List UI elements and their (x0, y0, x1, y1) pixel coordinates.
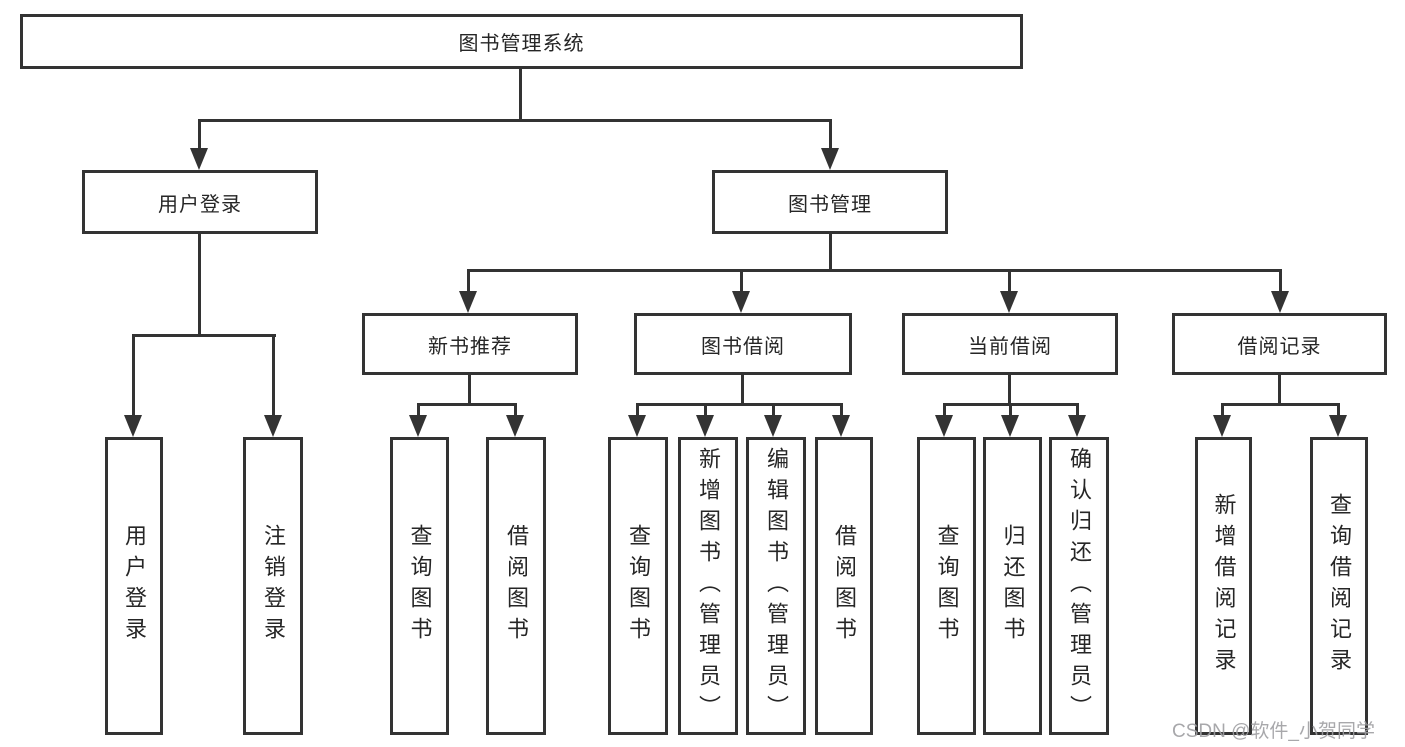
csdn-watermark: CSDN @软件_小贺同学 (1172, 721, 1375, 742)
node-label: 借阅图书 (832, 524, 857, 648)
leaf-query-books-borrow: 查询图书 (608, 437, 668, 735)
node-label: 新增图书（管理员） (696, 446, 721, 726)
node-label: 查询图书 (626, 524, 651, 648)
connector-line (943, 403, 946, 417)
connector-line (1221, 403, 1224, 417)
node-library-management-system: 图书管理系统 (20, 14, 1023, 69)
connector-line (1337, 403, 1340, 417)
node-label: 编辑图书（管理员） (764, 446, 789, 726)
connector-line (1278, 375, 1281, 406)
leaf-confirm-return-admin: 确认归还（管理员） (1049, 437, 1109, 735)
connector-line (1221, 403, 1340, 406)
connector-line (1076, 403, 1079, 417)
connector-line (198, 119, 201, 150)
leaf-edit-books-admin: 编辑图书（管理员） (746, 437, 806, 735)
arrowhead-down-icon (190, 148, 208, 170)
node-label: 图书管理 (788, 193, 872, 216)
node-new-book-recommend: 新书推荐 (362, 313, 578, 375)
connector-line (1008, 375, 1011, 406)
arrowhead-down-icon (459, 291, 477, 313)
node-user-login: 用户登录 (82, 170, 318, 234)
arrowhead-down-icon (409, 415, 427, 437)
leaf-add-borrow-record: 新增借阅记录 (1195, 437, 1252, 735)
arrowhead-down-icon (124, 415, 142, 437)
node-label: 查询图书 (934, 524, 960, 648)
leaf-query-books-current: 查询图书 (917, 437, 976, 735)
node-label: 用户登录 (158, 193, 242, 216)
arrowhead-down-icon (1001, 415, 1019, 437)
connector-line (132, 334, 276, 337)
connector-line (741, 375, 744, 406)
connector-line (829, 234, 832, 272)
connector-line (840, 403, 843, 417)
leaf-query-books-recommend: 查询图书 (390, 437, 449, 735)
arrowhead-down-icon (696, 415, 714, 437)
node-label: 当前借阅 (968, 335, 1052, 358)
node-book-management: 图书管理 (712, 170, 948, 234)
arrowhead-down-icon (1329, 415, 1347, 437)
arrowhead-down-icon (1000, 291, 1018, 313)
connector-line (514, 403, 517, 417)
arrowhead-down-icon (764, 415, 782, 437)
leaf-borrow-books: 借阅图书 (815, 437, 873, 735)
node-book-borrow: 图书借阅 (634, 313, 852, 375)
connector-line (636, 403, 843, 406)
arrowhead-down-icon (1271, 291, 1289, 313)
connector-line (636, 403, 639, 417)
node-current-borrow: 当前借阅 (902, 313, 1118, 375)
node-label: 借阅图书 (504, 524, 529, 648)
arrowhead-down-icon (732, 291, 750, 313)
connector-line (740, 269, 743, 295)
connector-line (1008, 269, 1011, 295)
node-label: 用户登录 (122, 524, 147, 648)
arrowhead-down-icon (935, 415, 953, 437)
node-label: 查询图书 (407, 524, 433, 648)
connector-line (198, 119, 832, 122)
node-label: 图书管理系统 (458, 33, 585, 55)
leaf-borrow-books-recommend: 借阅图书 (486, 437, 546, 735)
connector-line (1279, 269, 1282, 295)
connector-line (417, 403, 420, 417)
connector-line (519, 69, 522, 122)
arrowhead-down-icon (264, 415, 282, 437)
connector-line (132, 334, 135, 417)
node-label: 查询借阅记录 (1327, 493, 1352, 679)
connector-line (417, 403, 517, 406)
arrowhead-down-icon (1213, 415, 1231, 437)
connector-line (1009, 403, 1012, 417)
node-label: 归还图书 (1000, 524, 1026, 648)
node-label: 借阅记录 (1237, 335, 1322, 358)
connector-line (772, 403, 775, 417)
node-borrow-records: 借阅记录 (1172, 313, 1387, 375)
leaf-logout: 注销登录 (243, 437, 303, 735)
node-label: 确认归还（管理员） (1067, 446, 1092, 726)
arrowhead-down-icon (506, 415, 524, 437)
connector-line (704, 403, 707, 417)
node-label: 图书借阅 (701, 335, 785, 358)
leaf-query-borrow-record: 查询借阅记录 (1310, 437, 1368, 735)
node-label: 新增借阅记录 (1211, 493, 1237, 679)
node-label: 注销登录 (261, 524, 286, 648)
connector-line (198, 234, 201, 337)
connector-line (272, 334, 275, 417)
node-label: 新书推荐 (428, 335, 512, 358)
connector-line (467, 269, 1282, 272)
leaf-user-login: 用户登录 (105, 437, 163, 735)
arrowhead-down-icon (628, 415, 646, 437)
leaf-add-books-admin: 新增图书（管理员） (678, 437, 738, 735)
leaf-return-books: 归还图书 (983, 437, 1042, 735)
connector-line (829, 119, 832, 150)
arrowhead-down-icon (821, 148, 839, 170)
connector-line (467, 269, 470, 295)
arrowhead-down-icon (832, 415, 850, 437)
connector-line (468, 375, 471, 406)
arrowhead-down-icon (1068, 415, 1086, 437)
